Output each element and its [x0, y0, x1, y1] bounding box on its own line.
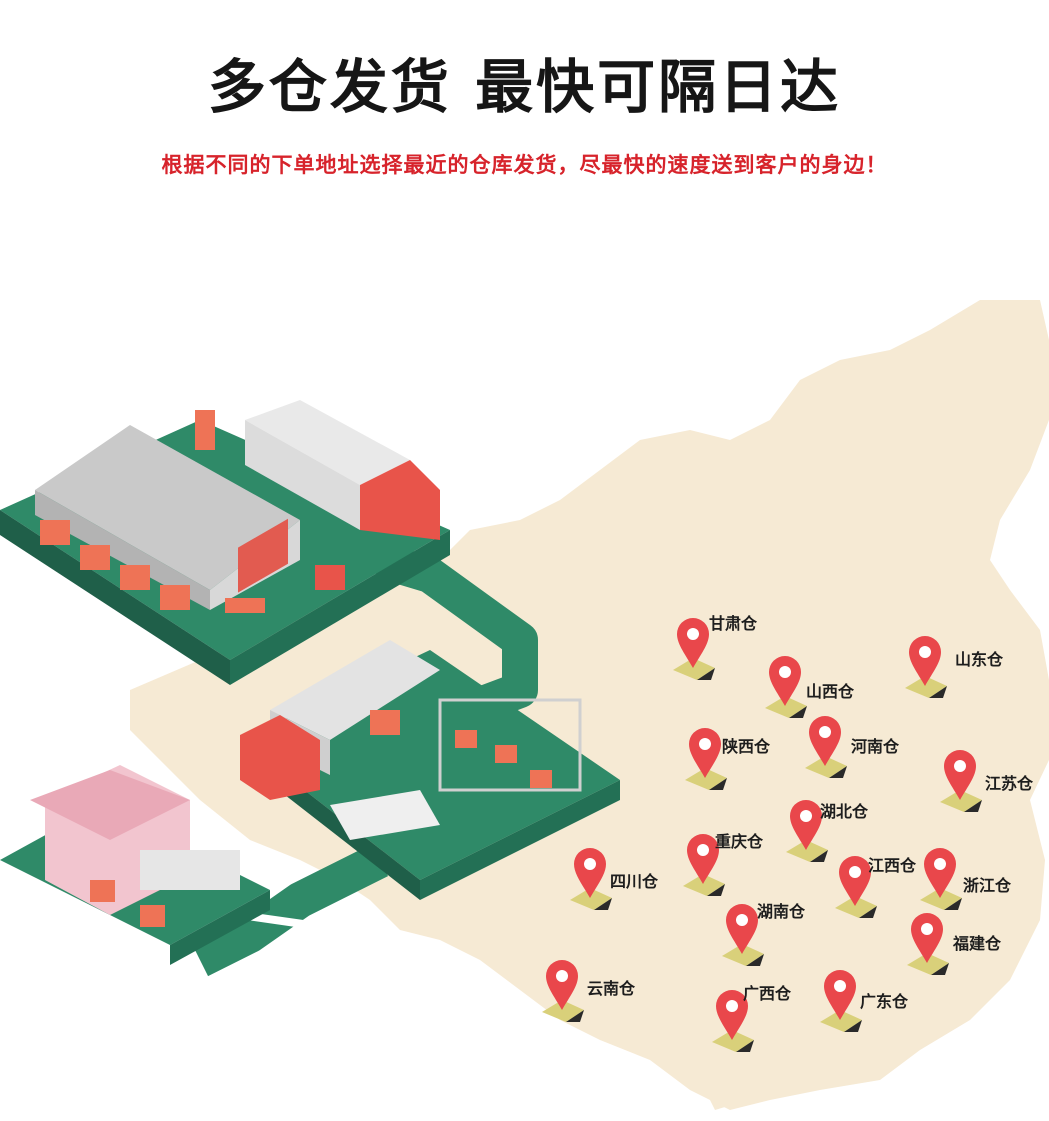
warehouse-label-hunan: 湖南仓 — [757, 902, 806, 921]
map-pin-guangxi — [712, 990, 754, 1052]
map-pin-henan — [805, 716, 847, 778]
warehouse-label-shanxi: 山西仓 — [806, 682, 855, 701]
warehouse-label-guangxi: 广西仓 — [743, 984, 792, 1003]
warehouse-label-jiangsu: 江苏仓 — [985, 774, 1034, 793]
map-pin-jiangxi — [835, 856, 877, 918]
china-map-silhouette — [130, 300, 1049, 1110]
warehouse-label-zhejiang: 浙江仓 — [963, 876, 1012, 895]
map-pin-sichuan — [570, 848, 612, 910]
map-pin-hubei — [786, 800, 828, 862]
map-pin-yunnan — [542, 960, 584, 1022]
loading-platform — [240, 640, 620, 900]
map-pin-gansu — [673, 618, 715, 680]
warehouse-label-jiangxi: 江西仓 — [868, 856, 917, 875]
warehouse-label-guangdong: 广东仓 — [860, 992, 909, 1011]
warehouse-label-yunnan: 云南仓 — [587, 979, 636, 998]
map-pin-shandong — [905, 636, 947, 698]
warehouse-label-shaanxi: 陕西仓 — [722, 737, 771, 756]
warehouse-label-hubei: 湖北仓 — [820, 802, 869, 821]
warehouse-platform — [0, 400, 450, 685]
map-pin-fujian — [907, 913, 949, 975]
shop-platform — [0, 765, 270, 965]
warehouse-label-gansu: 甘肃仓 — [709, 614, 758, 633]
warehouse-label-henan: 河南仓 — [851, 737, 900, 756]
map-pin-jiangsu — [940, 750, 982, 812]
map-pin-shaanxi — [685, 728, 727, 790]
page-title: 多仓发货 最快可隔日达 — [207, 53, 842, 121]
page-subtitle: 根据不同的下单地址选择最近的仓库发货，尽最快的速度送到客户的身边！ — [161, 153, 888, 177]
warehouse-label-fujian: 福建仓 — [953, 934, 1002, 953]
map-pin-guangdong — [820, 970, 862, 1032]
map-pin-zhejiang — [920, 848, 962, 910]
map-pin-shanxi — [765, 656, 807, 718]
warehouse-label-chongqing: 重庆仓 — [715, 832, 764, 851]
map-pin-chongqing — [683, 834, 725, 896]
warehouse-label-shandong: 山东仓 — [955, 650, 1004, 669]
warehouse-label-sichuan: 四川仓 — [610, 872, 659, 891]
map-pin-hunan — [722, 904, 764, 966]
